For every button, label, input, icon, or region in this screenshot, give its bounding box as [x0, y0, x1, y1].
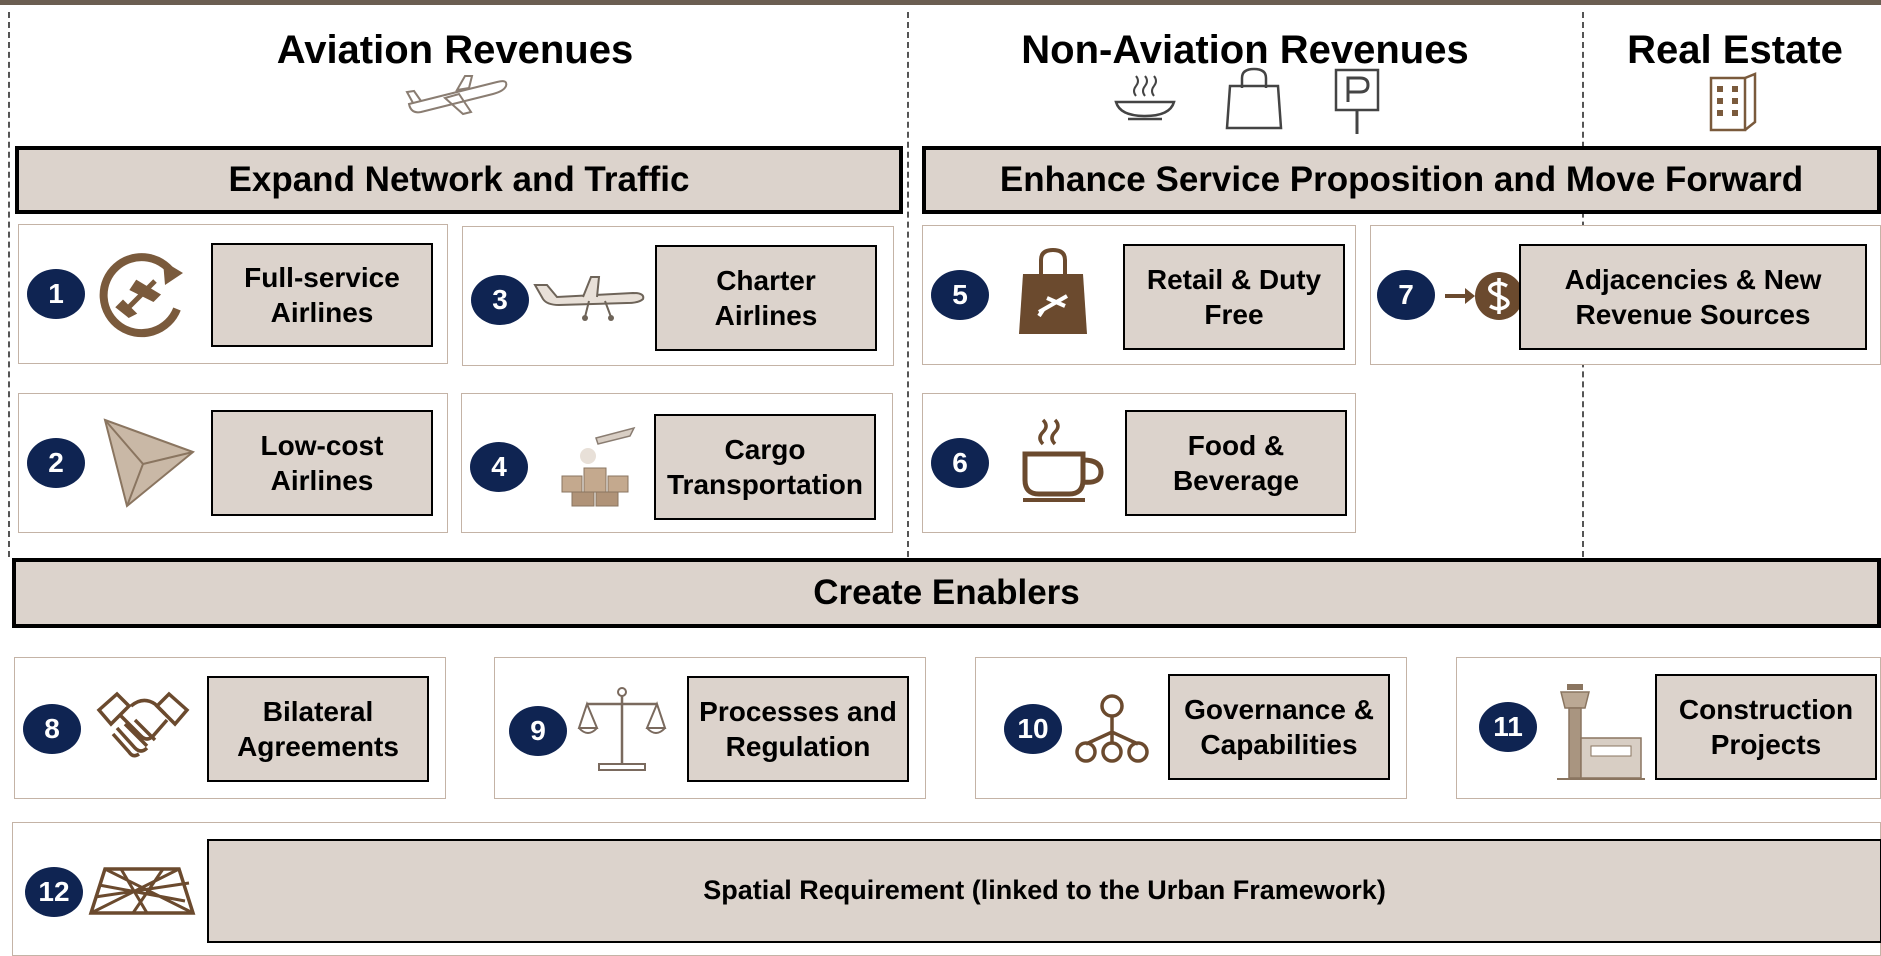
left-dashed-border — [8, 12, 10, 557]
item-label: Cargo Transportation — [654, 414, 876, 520]
item-card-charter-airlines: 3 Charter Airlines — [462, 226, 894, 366]
coffee-cup-icon — [1022, 418, 1104, 502]
item-card-construction-projects: 11 Construction Projects — [1456, 657, 1881, 799]
item-card-bilateral-agreements: 8 Bilateral Agreements — [14, 657, 446, 799]
item-label: Construction Projects — [1655, 674, 1877, 780]
create-enablers-banner: Create Enablers — [12, 558, 1881, 628]
item-number-badge: 8 — [23, 704, 81, 754]
item-card-processes-regulation: 9 Processes and Regulation — [494, 657, 926, 799]
item-number-badge: 2 — [27, 438, 85, 488]
item-card-adjacencies: 7 Adjacencies & New Revenue Sources — [1370, 225, 1881, 365]
item-label: Governance & Capabilities — [1168, 674, 1390, 780]
shopping-bag-plane-icon — [1019, 247, 1087, 334]
item-label: Full-service Airlines — [211, 243, 433, 347]
expand-network-banner: Expand Network and Traffic — [15, 146, 903, 214]
shopping-bag-icon — [1225, 67, 1283, 130]
item-card-governance-capabilities: 10 Governance & Capabilities — [975, 657, 1407, 799]
item-number-badge: 5 — [931, 270, 989, 320]
handshake-icon — [96, 691, 190, 758]
item-number-badge: 9 — [509, 706, 567, 756]
item-card-low-cost-airlines: 2 Low-cost Airlines — [18, 393, 448, 533]
item-label: Adjacencies & New Revenue Sources — [1519, 244, 1867, 350]
item-label: Processes and Regulation — [687, 676, 909, 782]
arrow-dollar-icon — [1445, 272, 1523, 320]
item-card-cargo-transportation: 4 Cargo Transportation — [461, 393, 893, 533]
item-number-badge: 6 — [931, 438, 989, 488]
small-aircraft-icon — [533, 276, 645, 321]
item-label: Spatial Requirement (linked to the Urban… — [207, 839, 1881, 943]
plane-circular-arrow-icon — [99, 253, 183, 338]
item-number-badge: 11 — [1479, 702, 1537, 752]
item-number-badge: 1 — [27, 269, 85, 319]
item-card-retail-duty-free: 5 Retail & Duty Free — [922, 225, 1356, 365]
item-label: Food & Beverage — [1125, 410, 1347, 516]
item-number-badge: 12 — [25, 867, 83, 917]
parking-sign-icon — [1334, 68, 1380, 134]
item-number-badge: 3 — [471, 275, 529, 325]
item-number-badge: 10 — [1004, 704, 1062, 754]
item-number-badge: 4 — [470, 442, 528, 492]
scales-icon — [577, 687, 667, 771]
spatial-map-icon — [88, 867, 196, 915]
real-estate-heading: Real Estate — [1627, 28, 1843, 72]
item-label: Low-cost Airlines — [211, 410, 433, 516]
item-label: Retail & Duty Free — [1123, 244, 1345, 350]
building-icon — [1709, 72, 1757, 132]
item-card-full-service-airlines: 1 Full-service Airlines — [18, 224, 448, 364]
aviation-divider — [907, 12, 909, 557]
paper-plane-icon — [103, 418, 195, 508]
non-aviation-revenues-heading: Non-Aviation Revenues — [1021, 28, 1469, 72]
enhance-service-banner: Enhance Service Proposition and Move For… — [922, 146, 1881, 214]
org-hierarchy-icon — [1075, 694, 1149, 763]
top-rule — [0, 0, 1881, 5]
item-label: Bilateral Agreements — [207, 676, 429, 782]
item-card-spatial-requirement: 12 Spatial Requirement (linked to the Ur… — [12, 822, 1881, 956]
cargo-boxes-icon — [561, 426, 636, 507]
item-number-badge: 7 — [1377, 270, 1435, 320]
item-label: Charter Airlines — [655, 245, 877, 351]
food-dish-icon — [1114, 75, 1176, 121]
aviation-revenues-heading: Aviation Revenues — [276, 28, 634, 72]
control-tower-icon — [1557, 684, 1645, 780]
airplane-icon — [405, 75, 508, 116]
item-card-food-beverage: 6 Food & Beverage — [922, 393, 1356, 533]
